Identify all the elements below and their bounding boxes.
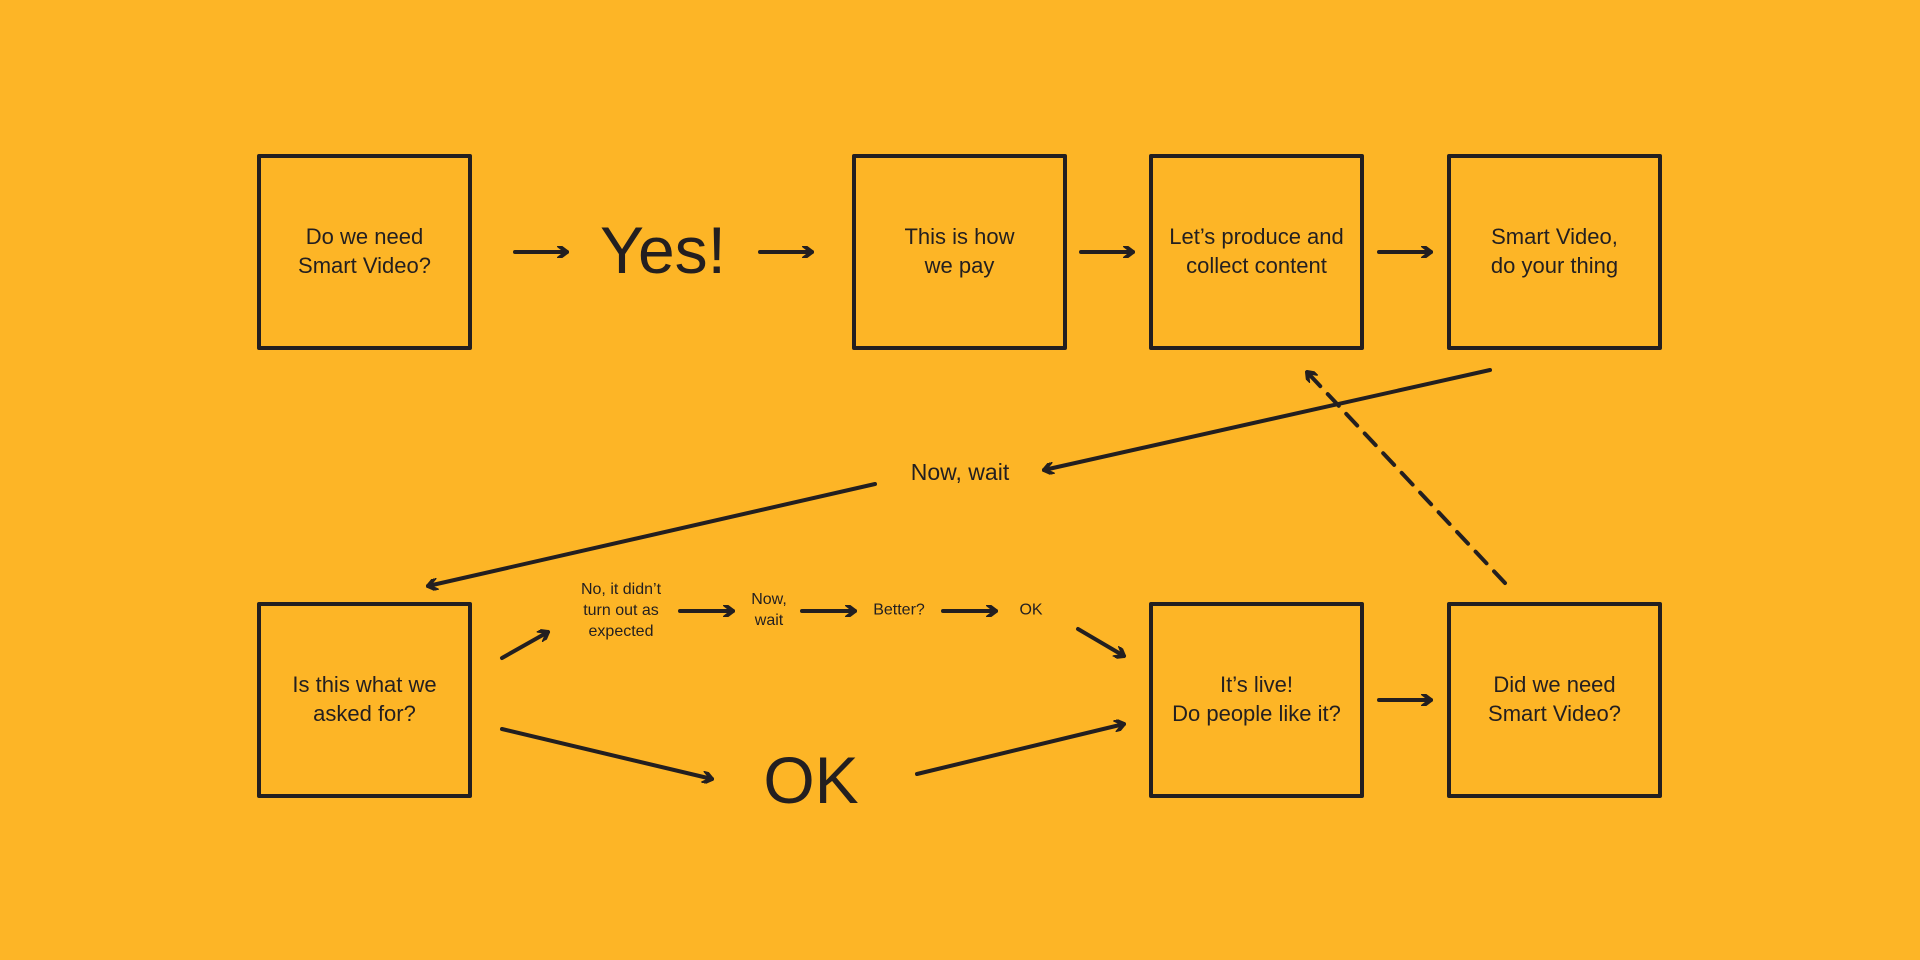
box-label: This is how we pay	[904, 224, 1015, 278]
box-produce-and-collect-content: Let’s produce and collect content	[1149, 154, 1364, 350]
box-label: Is this what we asked for?	[292, 672, 437, 726]
box-label: Do we need Smart Video?	[298, 224, 431, 278]
label-ok-big: OK	[763, 743, 859, 817]
box-did-we-need-smart-video: Did we need Smart Video?	[1447, 602, 1662, 798]
box-its-live: It’s live! Do people like it?	[1149, 602, 1364, 798]
box-label: Let’s produce and collect content	[1169, 224, 1344, 278]
box-smart-video-do-your-thing: Smart Video, do your thing	[1447, 154, 1662, 350]
box-this-is-how-we-pay: This is how we pay	[852, 154, 1067, 350]
label-now-wait-small: Now, wait	[751, 591, 787, 629]
label-better: Better?	[873, 601, 925, 619]
arrow-ok-to-live-lower	[915, 724, 1126, 776]
box-do-we-need-smart-video: Do we need Smart Video?	[257, 154, 472, 350]
box-label: Did we need Smart Video?	[1488, 672, 1621, 726]
dashed-arrow-did-need-to-produce	[1305, 370, 1507, 585]
arrow-now-wait-to-asked	[426, 482, 877, 586]
box-label: Smart Video, do your thing	[1490, 224, 1619, 278]
arrow-thing-to-now-wait	[1042, 368, 1492, 470]
arrow-asked-to-no	[500, 632, 550, 660]
box-is-this-what-we-asked-for: Is this what we asked for?	[257, 602, 472, 798]
label-no-not-as-expected: No, it didn’t turn out as expected	[580, 580, 662, 640]
label-now-wait: Now, wait	[910, 459, 1010, 486]
label-ok-small: OK	[1019, 601, 1043, 619]
arrow-asked-to-ok	[500, 727, 714, 779]
label-yes: Yes!	[599, 213, 727, 287]
box-label: It’s live! Do people like it?	[1172, 672, 1341, 726]
arrow-ok-to-live	[1076, 627, 1126, 656]
